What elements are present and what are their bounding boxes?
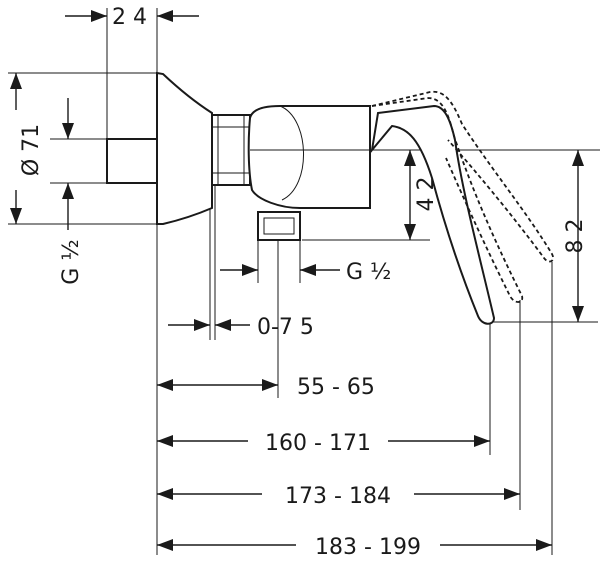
extension-lines <box>8 8 600 555</box>
lever-position-up <box>371 90 554 263</box>
dim-183-199-label: 183 - 199 <box>315 535 421 560</box>
dimension-arrows <box>10 10 584 551</box>
dim-24-label: 2 4 <box>112 5 147 30</box>
dim-82-label: 8 2 <box>563 219 588 254</box>
mixer-body <box>106 71 554 325</box>
thread-left-label: G ½ <box>59 239 84 284</box>
outlet-connection <box>257 211 301 241</box>
escutcheon <box>156 71 213 225</box>
wall-pipe <box>106 138 158 184</box>
dim-55-65-label: 55 - 65 <box>297 375 375 400</box>
dim-160-171-label: 160 - 171 <box>265 431 371 456</box>
dim-173-184-label: 173 - 184 <box>285 484 391 509</box>
dim-71-label: Ø 71 <box>19 124 44 176</box>
mixer-lever <box>370 104 496 325</box>
dim-0-75-label: 0-7 5 <box>257 315 314 340</box>
lever-position-down <box>371 97 524 303</box>
dimension-labels: 2 4 Ø 71 G ½ 4 2 8 2 G ½ 0-7 5 55 - 65 1… <box>19 5 588 560</box>
mixer-housing <box>247 105 371 209</box>
dim-42-label: 4 2 <box>414 177 439 212</box>
thread-bottom-label: G ½ <box>346 260 391 285</box>
